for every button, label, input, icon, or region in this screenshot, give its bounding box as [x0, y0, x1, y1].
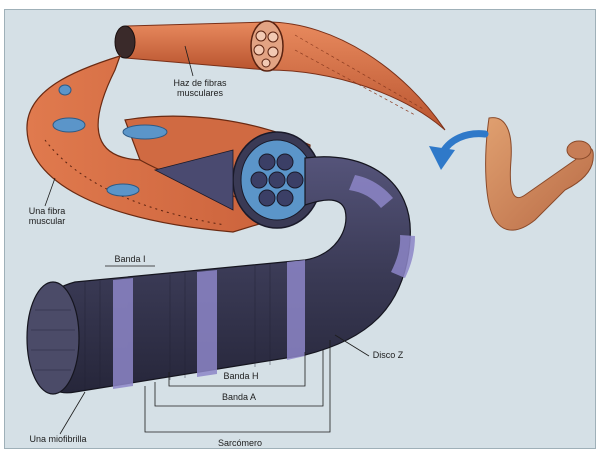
label-sarcomero: Sarcómero	[205, 438, 275, 448]
label-banda-h: Banda H	[211, 371, 271, 381]
flexed-arm	[486, 118, 594, 231]
label-banda-i: Banda I	[105, 254, 155, 264]
label-fibra-muscular: Una fibra muscular	[17, 206, 77, 226]
label-banda-a: Banda A	[209, 392, 269, 402]
muscle-structure-illustration	[5, 10, 595, 448]
label-miofibrilla: Una miofibrilla	[13, 434, 103, 444]
label-haz-de-fibras: Haz de fibras musculares	[155, 78, 245, 98]
diagram-frame: Haz de fibras musculares Una fibra muscu…	[4, 9, 596, 449]
muscle-bundle	[115, 21, 445, 130]
arrow-icon	[429, 134, 485, 170]
label-disco-z: Disco Z	[363, 350, 413, 360]
